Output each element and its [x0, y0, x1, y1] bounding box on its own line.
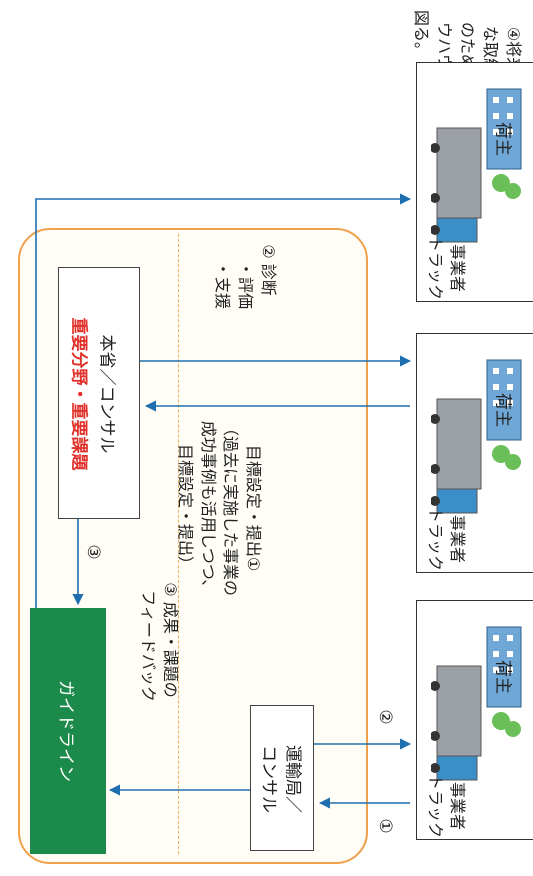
- arrow-spread: [35, 193, 412, 608]
- ministry-box: 本省／コンサル 重要分野・重要課題: [58, 267, 140, 519]
- truck-label-line2: 事業者: [448, 514, 467, 564]
- bureau-box: 運輸局／ コンサル: [250, 705, 314, 851]
- truck-label-line1: トラック: [426, 235, 445, 301]
- shipper-label: 荷主: [492, 122, 513, 156]
- shipper-label: 荷主: [492, 660, 513, 694]
- shipper-building-icon: [486, 359, 522, 470]
- shipper-building-icon: [486, 626, 522, 737]
- truck-label-line2: 事業者: [448, 781, 467, 831]
- stakeholder-group-1: 荷主 トラック 事業者: [416, 62, 533, 302]
- truck-label-line1: トラック: [426, 773, 445, 839]
- truck-label-line1: トラック: [426, 506, 445, 572]
- truck-label-line2: 事業者: [448, 243, 467, 293]
- dashed-divider: [178, 234, 179, 854]
- shipper-building-icon: [486, 88, 522, 199]
- stakeholder-group-3: 荷主 トラック 事業者: [416, 600, 533, 840]
- shipper-label: 荷主: [492, 393, 513, 427]
- truck-icon: [431, 127, 482, 243]
- guideline-box: ガイドライン: [30, 608, 106, 854]
- truck-icon: [431, 665, 482, 781]
- stakeholder-group-2: 荷主 トラック 事業者: [416, 333, 533, 573]
- truck-icon: [431, 398, 482, 514]
